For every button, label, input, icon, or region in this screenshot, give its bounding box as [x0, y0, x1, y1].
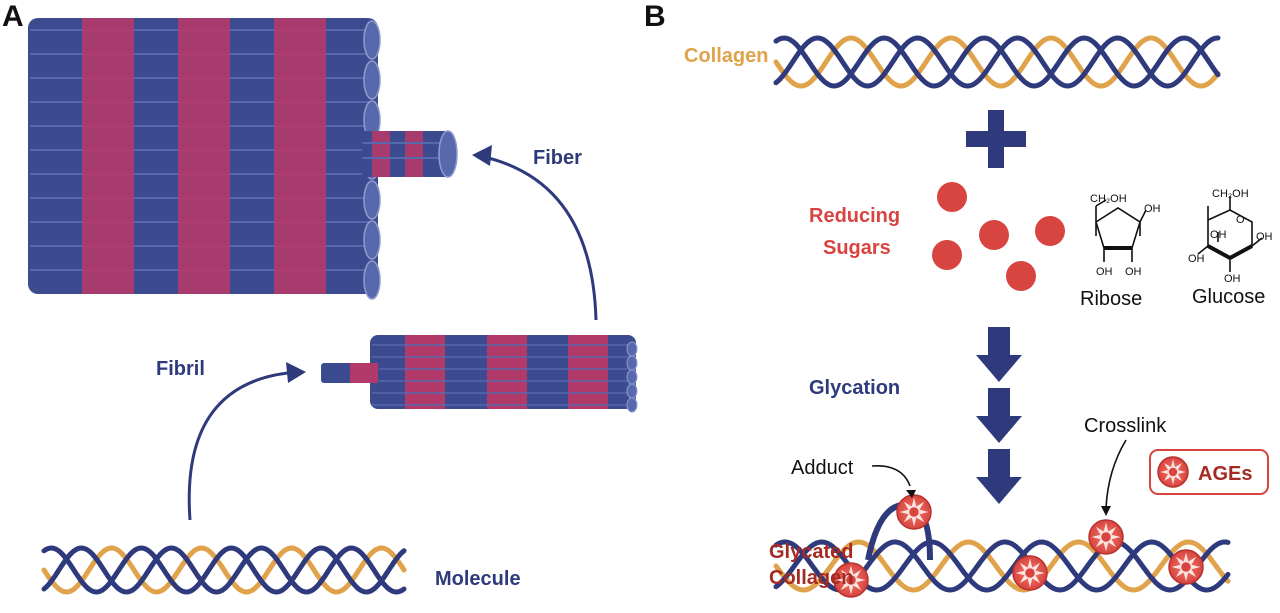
fibril-molecule-end [626, 341, 638, 357]
arrow-to-fibril-head [286, 362, 306, 383]
adduct-arrow [871, 465, 911, 487]
arrow-to-fiber [479, 154, 598, 321]
glucose-oh-center: OH [1210, 229, 1227, 241]
age-icon [896, 494, 932, 530]
sugar-dot [937, 182, 967, 212]
molecule-navy-strand [41, 545, 407, 595]
adduct-arrow-head [906, 490, 916, 498]
age-core [846, 575, 856, 585]
sugar-dot [932, 240, 962, 270]
plus-icon [966, 110, 1026, 168]
ages-legend: AGEs [1149, 449, 1269, 495]
glycation-arrows [976, 327, 1022, 504]
reducing-label-line2: Sugars [823, 237, 891, 259]
protruding-fibril [362, 130, 458, 178]
sugar-dot [1006, 261, 1036, 291]
age-core [909, 507, 919, 517]
fibril-bundle [321, 335, 638, 413]
molecule-label: Molecule [435, 568, 521, 590]
fibril-molecule-lines [372, 344, 634, 406]
fibril-molecule-end [626, 355, 638, 371]
ages-label: AGEs [1198, 463, 1252, 485]
collagen-gold-strand [773, 35, 1221, 89]
fiber-red-band [82, 18, 134, 294]
fibril-molecule-end [626, 397, 638, 413]
fiber-fibril-end [363, 220, 381, 260]
molecule-gold-strand [41, 545, 407, 595]
fibril-molecule-end [626, 369, 638, 385]
down-arrow-icon [976, 388, 1022, 443]
glycated-label-line2: Collagen [769, 567, 853, 589]
sugar-dot [979, 220, 1009, 250]
ribose-oh-right: OH [1144, 203, 1161, 215]
crosslink-arrow-head [1101, 506, 1111, 516]
age-core [1101, 532, 1111, 542]
panel-b-letter: B [644, 0, 666, 33]
fiber-label: Fiber [533, 147, 582, 169]
age-icon [833, 562, 869, 598]
crosslink-label: Crosslink [1084, 415, 1167, 437]
collagen-label: Collagen [684, 45, 768, 67]
glucose-oh-left: OH [1188, 253, 1205, 265]
age-icon [1157, 456, 1189, 488]
fiber-red-bands [82, 18, 326, 294]
glucose-structure [1197, 196, 1263, 272]
glycated-label-line1: Glycated [769, 541, 853, 563]
glucose-ring-o: O [1236, 214, 1245, 226]
panel-a-letter: A [2, 0, 24, 33]
fibril-molecule-ends [626, 341, 638, 413]
ribose-structure [1095, 199, 1147, 262]
down-arrow-icon [976, 327, 1022, 382]
age-icon [1012, 555, 1048, 591]
glucose-label: Glucose [1192, 286, 1265, 308]
age-core [1181, 562, 1191, 572]
fiber-bundle [28, 18, 458, 300]
ribose-oh-bottom-left: OH [1096, 266, 1113, 278]
age-icon [1157, 456, 1189, 488]
age-core [1168, 467, 1178, 477]
sugar-dots [932, 182, 1065, 291]
ribose-label: Ribose [1080, 288, 1142, 310]
glycation-label: Glycation [809, 377, 900, 399]
ribose-oh-bottom-right: OH [1125, 266, 1142, 278]
fibril-molecule-end [626, 383, 638, 399]
adduct-label: Adduct [791, 457, 854, 479]
age-icon [1088, 519, 1124, 555]
fiber-fibril-end [363, 260, 381, 300]
glucose-ch2oh: CH₂OH [1212, 188, 1249, 200]
reducing-label-line1: Reducing [809, 205, 900, 227]
collagen-triple-helix [773, 35, 1221, 89]
collagen-navy-strand [773, 35, 1221, 89]
arrow-to-fiber-head [472, 145, 492, 166]
age-core [1025, 568, 1035, 578]
fiber-red-band [178, 18, 230, 294]
sugar-dot [1035, 216, 1065, 246]
crosslink-arrow [1105, 439, 1127, 509]
fibril-label: Fibril [156, 358, 205, 380]
age-markers [833, 494, 1204, 598]
glucose-oh-right: OH [1256, 231, 1273, 243]
fiber-fibril-end [363, 180, 381, 220]
fiber-red-band [274, 18, 326, 294]
molecule-triple-helix [41, 545, 407, 595]
arrow-to-fibril [187, 370, 299, 521]
fiber-fibril-end [363, 20, 381, 60]
fiber-fibril-end [363, 60, 381, 100]
age-icon [1168, 549, 1204, 585]
molecule-navy-strand [41, 545, 407, 595]
protruding-molecule-band [350, 363, 378, 383]
ribose-ch2oh: CH₂OH [1090, 193, 1127, 205]
down-arrow-icon [976, 449, 1022, 504]
glucose-oh-bottom: OH [1224, 273, 1241, 285]
